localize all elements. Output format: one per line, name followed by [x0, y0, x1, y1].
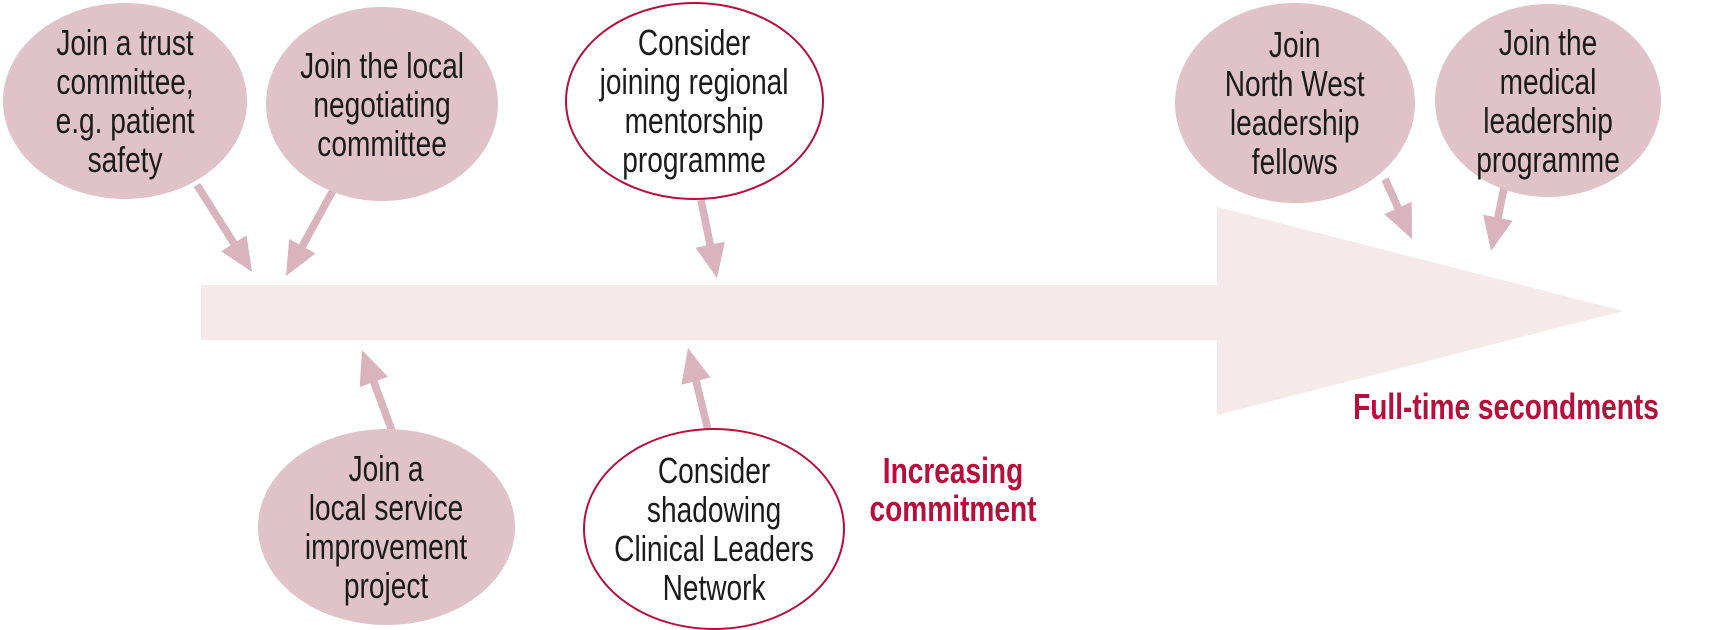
- label-increasing-commitment: Increasing commitment: [869, 450, 1037, 529]
- connector-arrow-north-west-fellows: [1381, 177, 1412, 239]
- bubble-clinical-leaders-label: Consider shadowing Clinical Leaders Netw…: [614, 450, 814, 608]
- bubble-negotiating-committee-label: Join the local negotiating committee: [300, 44, 464, 164]
- bubble-regional-mentorship: Consider joining regional mentorship pro…: [565, 2, 824, 200]
- label-full-time-secondments: Full-time secondments: [1353, 386, 1659, 427]
- bubble-service-improvement-label: Join a local service improvement project: [305, 448, 468, 606]
- main-timeline-arrow: [201, 207, 1623, 415]
- bubble-negotiating-committee: Join the local negotiating committee: [266, 7, 498, 201]
- bubble-medical-leadership: Join the medical leadership programme: [1435, 4, 1661, 197]
- bubble-north-west-fellows: Join North West leadership fellows: [1175, 3, 1415, 203]
- bubble-service-improvement: Join a local service improvement project: [258, 429, 515, 625]
- connector-arrow-clinical-leaders: [681, 348, 712, 431]
- bubble-clinical-leaders: Consider shadowing Clinical Leaders Netw…: [583, 428, 845, 630]
- connector-arrow-service-improvement: [359, 350, 396, 433]
- bubble-north-west-fellows-label: Join North West leadership fellows: [1225, 24, 1365, 182]
- bubble-regional-mentorship-label: Consider joining regional mentorship pro…: [600, 22, 789, 180]
- connector-arrow-regional-mentorship: [695, 199, 725, 278]
- connector-arrow-medical-leadership: [1483, 173, 1513, 251]
- connector-arrow-trust-committee: [193, 183, 252, 272]
- bubble-trust-committee: Join a trust committee, e.g. patient saf…: [3, 3, 247, 199]
- bubble-trust-committee-label: Join a trust committee, e.g. patient saf…: [55, 22, 195, 180]
- connector-arrow-negotiating-committee: [286, 181, 341, 276]
- bubble-medical-leadership-label: Join the medical leadership programme: [1476, 21, 1620, 180]
